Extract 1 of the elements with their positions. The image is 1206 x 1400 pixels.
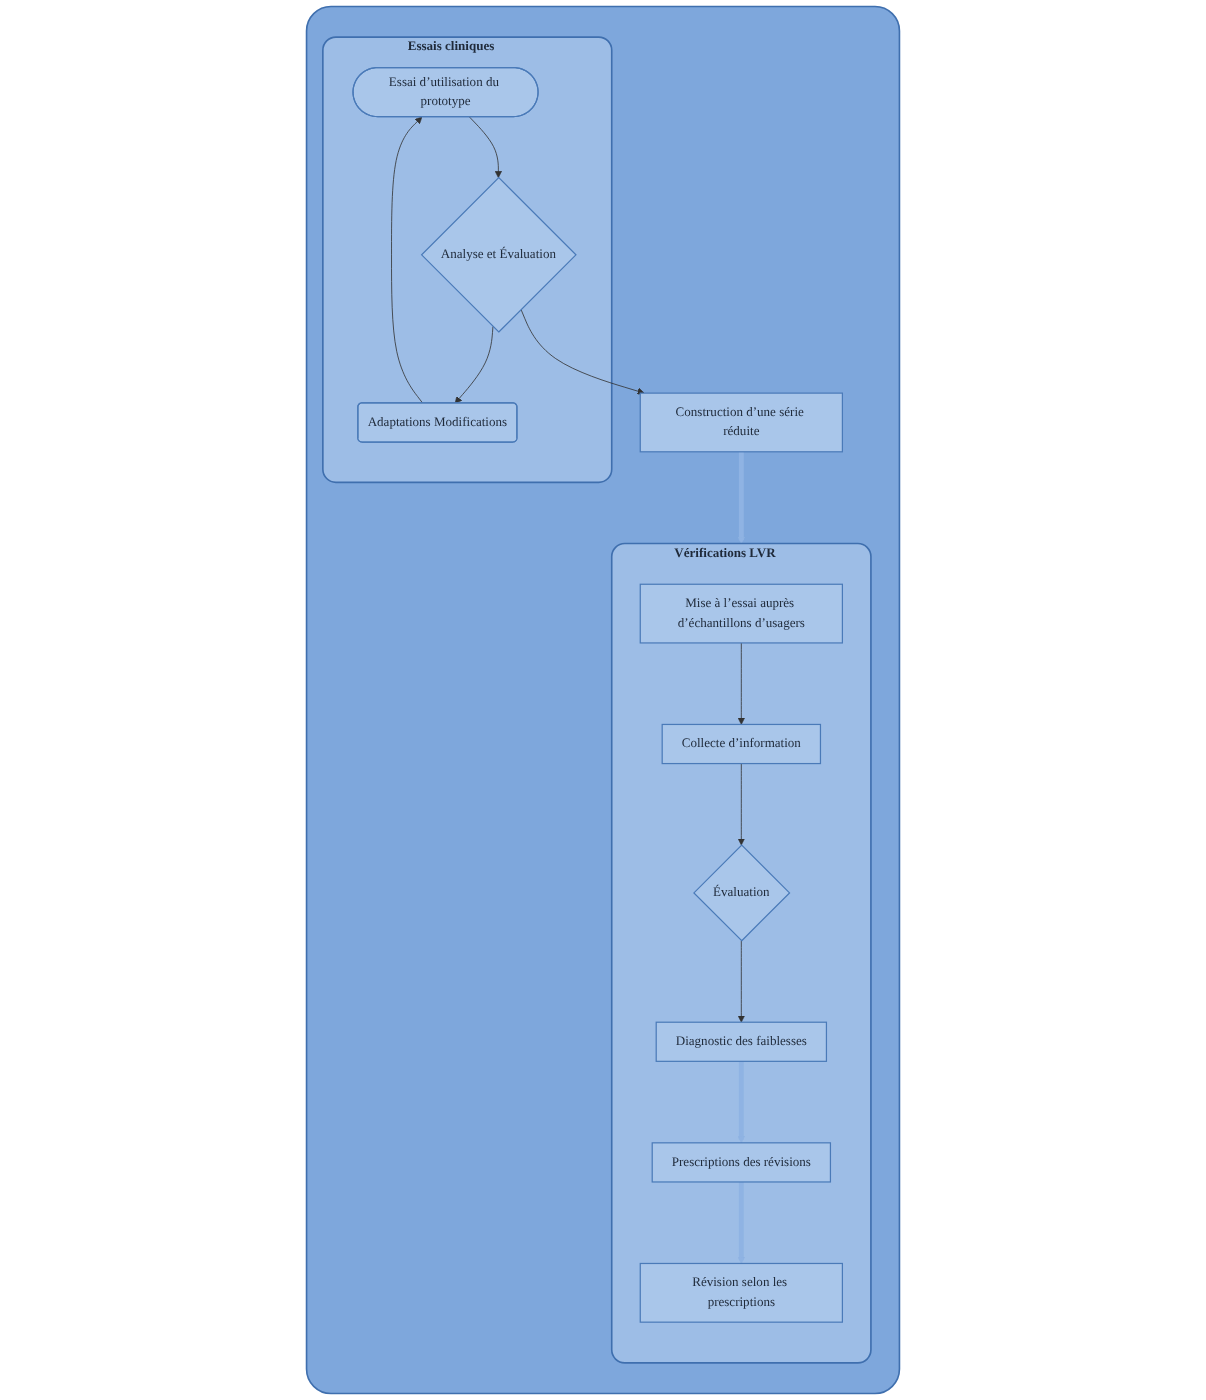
cluster bbox=[305, 5, 901, 1395]
